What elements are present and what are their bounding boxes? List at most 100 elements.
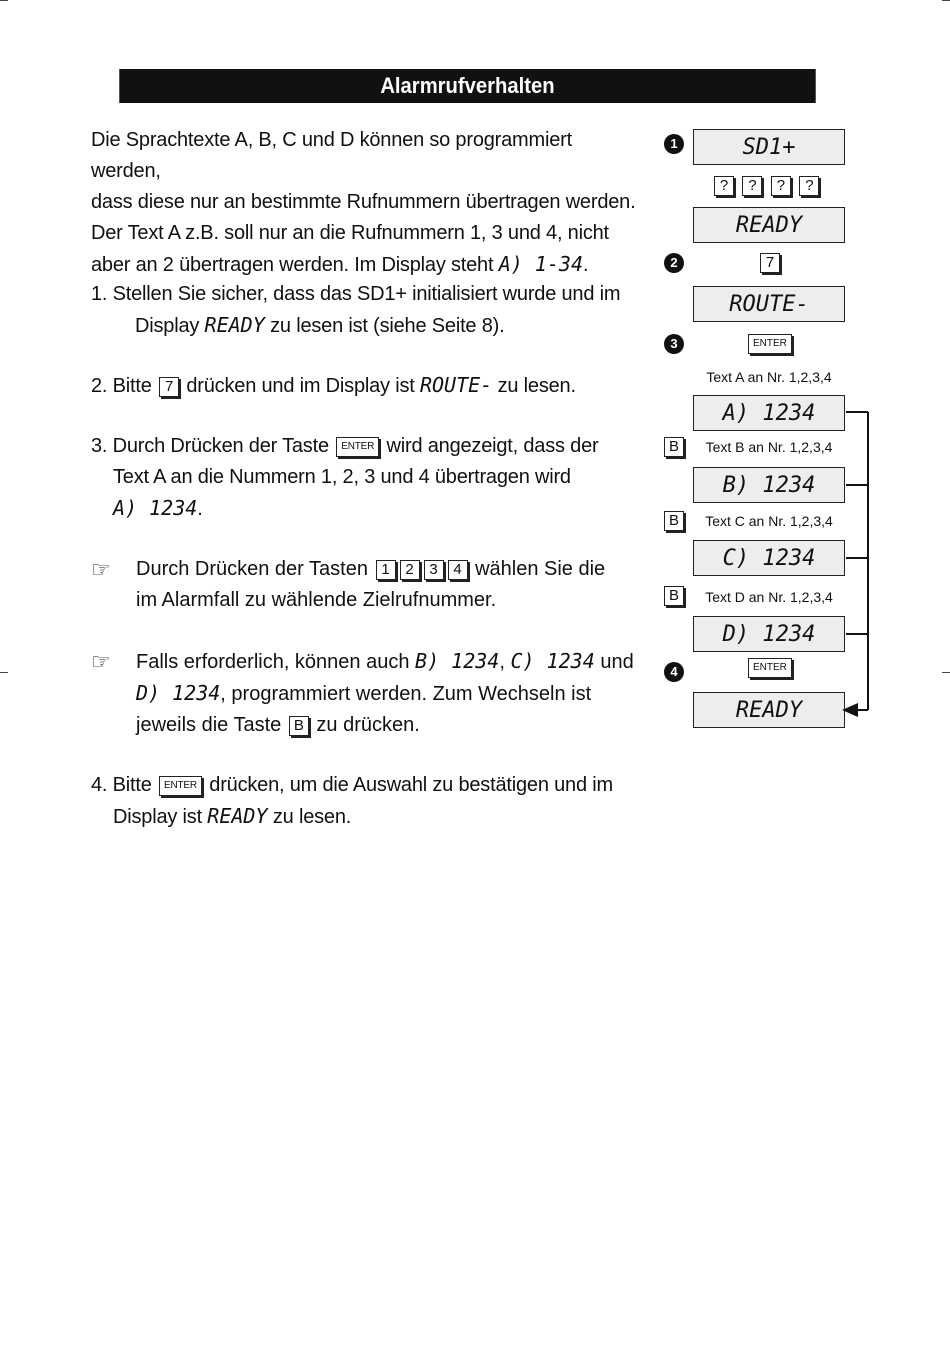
key-b-wrapper: B — [662, 437, 686, 457]
step-text: zu lesen ist (siehe Seite 8). — [264, 315, 505, 337]
key-2-icon: 2 — [399, 559, 420, 580]
enter-key-icon: ENTER — [748, 658, 792, 678]
note-2: Falls erforderlich, können auch B) 1234,… — [136, 646, 636, 741]
key-1-icon: 1 — [375, 559, 396, 580]
note-text: wählen Sie die — [469, 558, 606, 580]
step-number-4: 4 — [664, 662, 684, 682]
note-1-line: im Alarmfall zu wählende Zielrufnummer. — [136, 589, 497, 611]
key-b-icon: B — [288, 715, 309, 736]
key-7-icon: 7 — [760, 253, 780, 273]
key-b-icon: B — [664, 511, 684, 531]
note-2-line: Falls erforderlich, können auch B) 1234,… — [136, 646, 636, 678]
lcd-text: A) 1234 — [113, 496, 198, 520]
step-number-2: 2 — [664, 253, 684, 273]
question-key-icon: ? — [742, 176, 763, 196]
lcd-text: C) 1234 — [510, 649, 595, 673]
lcd-display-ready: READY — [693, 207, 845, 243]
pointing-hand-icon: ☞ — [91, 557, 111, 582]
step-number-1: 1 — [664, 134, 684, 154]
crop-mark — [942, 672, 950, 673]
lcd-display-a: A) 1234 — [693, 395, 845, 431]
caption-text-b: Text B an Nr. 1,2,3,4 — [705, 439, 833, 455]
note-text: und — [594, 651, 634, 673]
lcd-display-sd1: SD1+ — [693, 129, 845, 165]
question-key-icon: ? — [714, 176, 734, 196]
enter-key-icon: ENTER — [159, 775, 202, 796]
note-text: , — [499, 651, 511, 673]
step-4-line: 4. Bitte ENTER drücken, um die Auswahl z… — [91, 770, 636, 801]
arrow-head-icon — [842, 703, 858, 717]
page-title: Alarmrufverhalten — [119, 69, 816, 103]
question-keys: ? ? ? ? — [712, 176, 821, 196]
lcd-text: ROUTE- — [419, 373, 493, 397]
intro-line: Die Sprachtexte A, B, C und D können so … — [91, 129, 572, 182]
flow-connector — [842, 411, 869, 717]
note-2-line: D) 1234, programmiert werden. Zum Wechse… — [136, 678, 636, 710]
step-number-3: 3 — [664, 334, 684, 354]
note-text: Falls erforderlich, können auch — [136, 651, 416, 673]
step-text: 4. Bitte — [91, 774, 158, 796]
key-b-icon: B — [664, 586, 684, 606]
lcd-text: B) 1234 — [415, 649, 500, 673]
intro-line: Der Text A z.B. soll nur an die Rufnumme… — [91, 222, 609, 244]
step-1: 1. Stellen Sie sicher, dass das SD1+ ini… — [91, 279, 658, 342]
caption-text-d: Text D an Nr. 1,2,3,4 — [705, 589, 833, 605]
lcd-display-c: C) 1234 — [693, 540, 845, 576]
step-1-line: 1. Stellen Sie sicher, dass das SD1+ ini… — [91, 283, 621, 305]
step-2: 2. Bitte 7 drücken und im Display ist RO… — [91, 370, 636, 402]
crop-mark — [0, 0, 8, 1]
step-text: zu lesen. — [492, 375, 576, 397]
intro-line: dass diese nur an bestimmte Rufnummern ü… — [91, 191, 636, 213]
lcd-display-d: D) 1234 — [693, 616, 845, 652]
lcd-display-b: B) 1234 — [693, 467, 845, 503]
step-text: 3. Durch Drücken der Taste — [91, 435, 335, 457]
lcd-text: READY — [204, 313, 265, 337]
key-b-icon: B — [664, 437, 684, 457]
key-b-wrapper: B — [662, 586, 686, 606]
connector-lines — [846, 411, 869, 711]
key-7-icon: 7 — [159, 376, 180, 397]
lcd-text: READY — [207, 804, 268, 828]
key-3-icon: 3 — [423, 559, 444, 580]
step-text: drücken und im Display ist — [181, 375, 420, 397]
step-3: 3. Durch Drücken der Taste ENTER wird an… — [91, 431, 636, 525]
enter-key-wrapper: ENTER — [746, 334, 794, 354]
step-1-line: Display READY zu lesen ist (siehe Seite … — [113, 310, 658, 342]
step-3-line: 3. Durch Drücken der Taste ENTER wird an… — [91, 431, 636, 462]
caption-text-c: Text C an Nr. 1,2,3,4 — [705, 513, 833, 529]
step-text: zu lesen. — [267, 806, 352, 828]
key-b-wrapper: B — [662, 511, 686, 531]
note-text: , programmiert werden. Zum Wechseln ist — [220, 683, 592, 705]
step-text: Display — [135, 315, 205, 337]
step-3-line: Text A an die Nummern 1, 2, 3 und 4 über… — [113, 466, 571, 488]
lcd-text: D) 1234 — [136, 681, 221, 705]
step-3-line: A) 1234. — [91, 493, 636, 525]
question-key-icon: ? — [799, 176, 820, 196]
intro-line: aber an 2 übertragen werden. Im Display … — [91, 249, 636, 281]
key-4-icon: 4 — [447, 559, 468, 580]
intro-paragraph: Die Sprachtexte A, B, C und D können so … — [91, 125, 636, 281]
crop-mark — [0, 672, 8, 673]
note-text: zu drücken. — [310, 714, 420, 736]
key-7-wrapper: 7 — [758, 253, 782, 273]
intro-text: aber an 2 übertragen werden. Im Display … — [91, 254, 499, 276]
lcd-display-route: ROUTE- — [693, 286, 845, 322]
intro-text: . — [583, 254, 589, 276]
enter-key-icon: ENTER — [336, 436, 380, 457]
note-2-line: jeweils die Taste B zu drücken. — [136, 710, 636, 741]
step-text: . — [197, 498, 203, 520]
pointing-hand-icon: ☞ — [91, 649, 111, 674]
enter-key-wrapper: ENTER — [746, 658, 794, 678]
step-text: wird angezeigt, dass der — [381, 435, 599, 457]
step-text: drücken, um die Auswahl zu bestätigen un… — [203, 774, 613, 796]
step-4: 4. Bitte ENTER drücken, um die Auswahl z… — [91, 770, 636, 833]
note-text: Durch Drücken der Tasten — [136, 558, 374, 580]
crop-mark — [942, 0, 950, 1]
lcd-display-ready-final: READY — [693, 692, 845, 728]
question-key-icon: ? — [770, 176, 791, 196]
caption-text-a: Text A an Nr. 1,2,3,4 — [706, 369, 832, 385]
step-text: Display ist — [113, 806, 208, 828]
step-text: 2. Bitte — [91, 375, 158, 397]
